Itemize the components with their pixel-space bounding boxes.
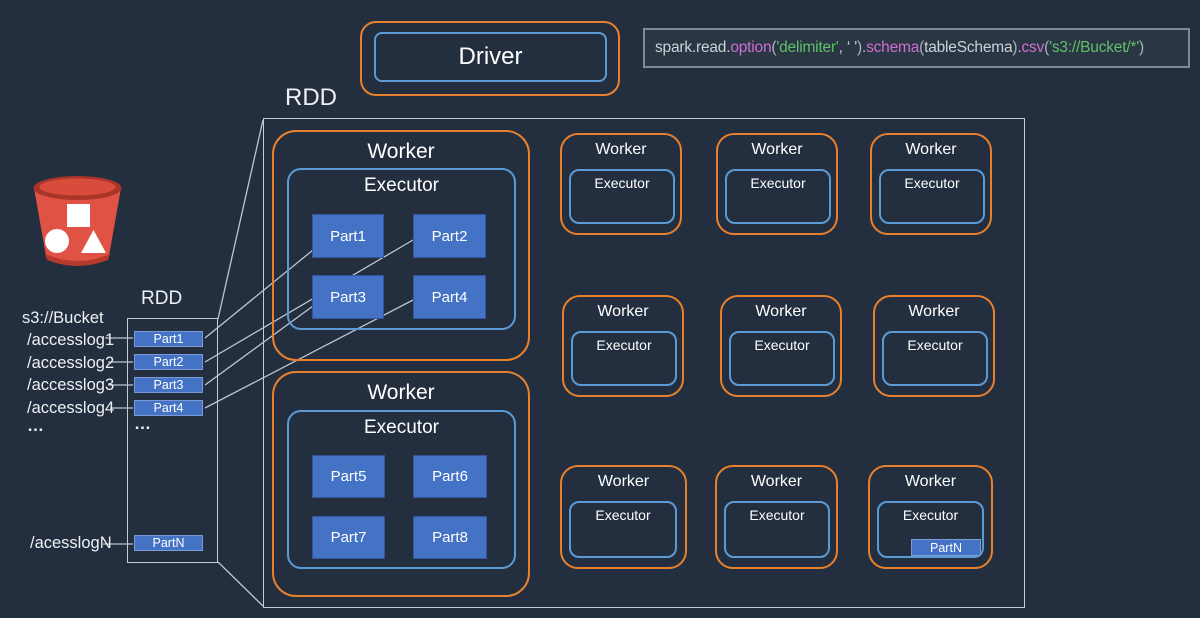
worker-box: Worker Executor: [873, 295, 995, 397]
code-token: 's3://Bucket/*': [1049, 39, 1140, 56]
worker-title: Worker: [755, 303, 807, 320]
code-token: csv: [1021, 39, 1045, 56]
worker-title: Worker: [904, 473, 957, 490]
executor-title: Executor: [750, 175, 806, 191]
worker-title: Worker: [750, 473, 803, 490]
code-token: schema: [866, 39, 920, 56]
partition-box: Part3: [312, 275, 384, 319]
worker-box: Worker Executor: [720, 295, 842, 397]
executor-title: Executor: [594, 175, 650, 191]
executor-box: Executor: [571, 331, 677, 386]
partition-box: Part7: [312, 516, 385, 559]
executor-title: Executor: [364, 417, 439, 438]
file-label: /accesslog2: [27, 354, 115, 372]
worker-title: Worker: [751, 141, 803, 158]
cluster-rdd-title: RDD: [285, 84, 337, 111]
partition-box: Part4: [413, 275, 486, 319]
file-label-last: /acesslogN: [30, 534, 112, 552]
worker-box: Worker Executor: [716, 133, 838, 235]
partition-box: Part6: [413, 455, 487, 498]
code-token: ): [1139, 39, 1144, 56]
executor-title: Executor: [749, 507, 805, 523]
worker-title: Worker: [597, 473, 650, 490]
executor-title: Executor: [364, 175, 439, 196]
executor-box: Executor: [569, 169, 675, 224]
partition-box: Part2: [413, 214, 486, 258]
worker-box: Worker Executor: [560, 133, 682, 235]
worker-box: Worker Executor: [715, 465, 838, 569]
worker-title: Worker: [908, 303, 960, 320]
executor-box: Executor: [882, 331, 988, 386]
spark-code-snippet: spark.read.option('delimiter', ‘ ').sche…: [643, 28, 1190, 68]
driver-box: Driver: [360, 21, 620, 96]
rdd-preview-box: Part1 Part2 Part3 Part4 … PartN: [127, 318, 218, 563]
partition-box: Part3: [134, 377, 203, 393]
executor-title: Executor: [904, 175, 960, 191]
driver-inner-box: Driver: [374, 32, 607, 82]
file-label: /accesslog1: [27, 331, 115, 349]
executor-box: Executor: [729, 331, 835, 386]
rdd-cluster-box: Worker Executor Part1 Part2 Part3 Part4 …: [263, 118, 1025, 608]
executor-box: Executor: [724, 501, 830, 558]
code-token: spark.read.: [655, 39, 731, 56]
code-token: option: [730, 39, 772, 56]
code-token: tableSchema: [924, 39, 1013, 56]
worker-title: Worker: [595, 141, 647, 158]
code-token: ).: [1012, 39, 1022, 56]
files-ellipsis: …: [27, 416, 44, 435]
code-token: (: [919, 39, 925, 56]
executor-title: Executor: [596, 337, 652, 353]
worker-box: Worker Executor: [562, 295, 684, 397]
code-token: ).: [856, 39, 867, 56]
code-token: 'delimiter': [776, 39, 839, 56]
worker-box: Worker Executor Part5 Part6 Part7 Part8: [272, 371, 530, 597]
executor-box: Executor PartN: [877, 501, 984, 558]
worker-title: Worker: [597, 303, 649, 320]
executor-title: Executor: [595, 507, 651, 523]
executor-box: Executor Part1 Part2 Part3 Part4: [287, 168, 516, 330]
partition-box: Part2: [134, 354, 203, 370]
partition-box: Part8: [413, 516, 487, 559]
executor-box: Executor Part5 Part6 Part7 Part8: [287, 410, 516, 569]
executor-title: Executor: [902, 507, 959, 523]
partition-box: Part1: [134, 331, 203, 347]
executor-title: Executor: [754, 337, 810, 353]
code-token: (: [771, 39, 777, 56]
worker-title: Worker: [905, 141, 957, 158]
executor-box: Executor: [879, 169, 985, 224]
worker-title: Worker: [367, 381, 435, 404]
partition-box: Part4: [134, 400, 203, 416]
executor-box: Executor: [569, 501, 677, 558]
partition-box: PartN: [911, 539, 981, 556]
worker-box: Worker Executor PartN: [868, 465, 993, 569]
rdd-preview-title: RDD: [141, 288, 183, 309]
partition-box: Part5: [312, 455, 385, 498]
worker-box: Worker Executor: [870, 133, 992, 235]
partition-box: Part1: [312, 214, 384, 258]
bucket-path-label: s3://Bucket: [22, 309, 104, 327]
parts-ellipsis: …: [134, 414, 151, 433]
partition-box: PartN: [134, 535, 203, 551]
executor-box: Executor: [725, 169, 831, 224]
code-token: , ‘ ': [838, 39, 858, 56]
executor-title: Executor: [907, 337, 963, 353]
worker-title: Worker: [367, 140, 435, 163]
s3-bucket-icon: [33, 176, 122, 266]
code-token: (: [1044, 39, 1050, 56]
worker-box: Worker Executor Part1 Part2 Part3 Part4: [272, 130, 530, 361]
worker-box: Worker Executor: [560, 465, 687, 569]
file-label: /accesslog4: [27, 399, 115, 417]
file-label: /accesslog3: [27, 376, 115, 394]
